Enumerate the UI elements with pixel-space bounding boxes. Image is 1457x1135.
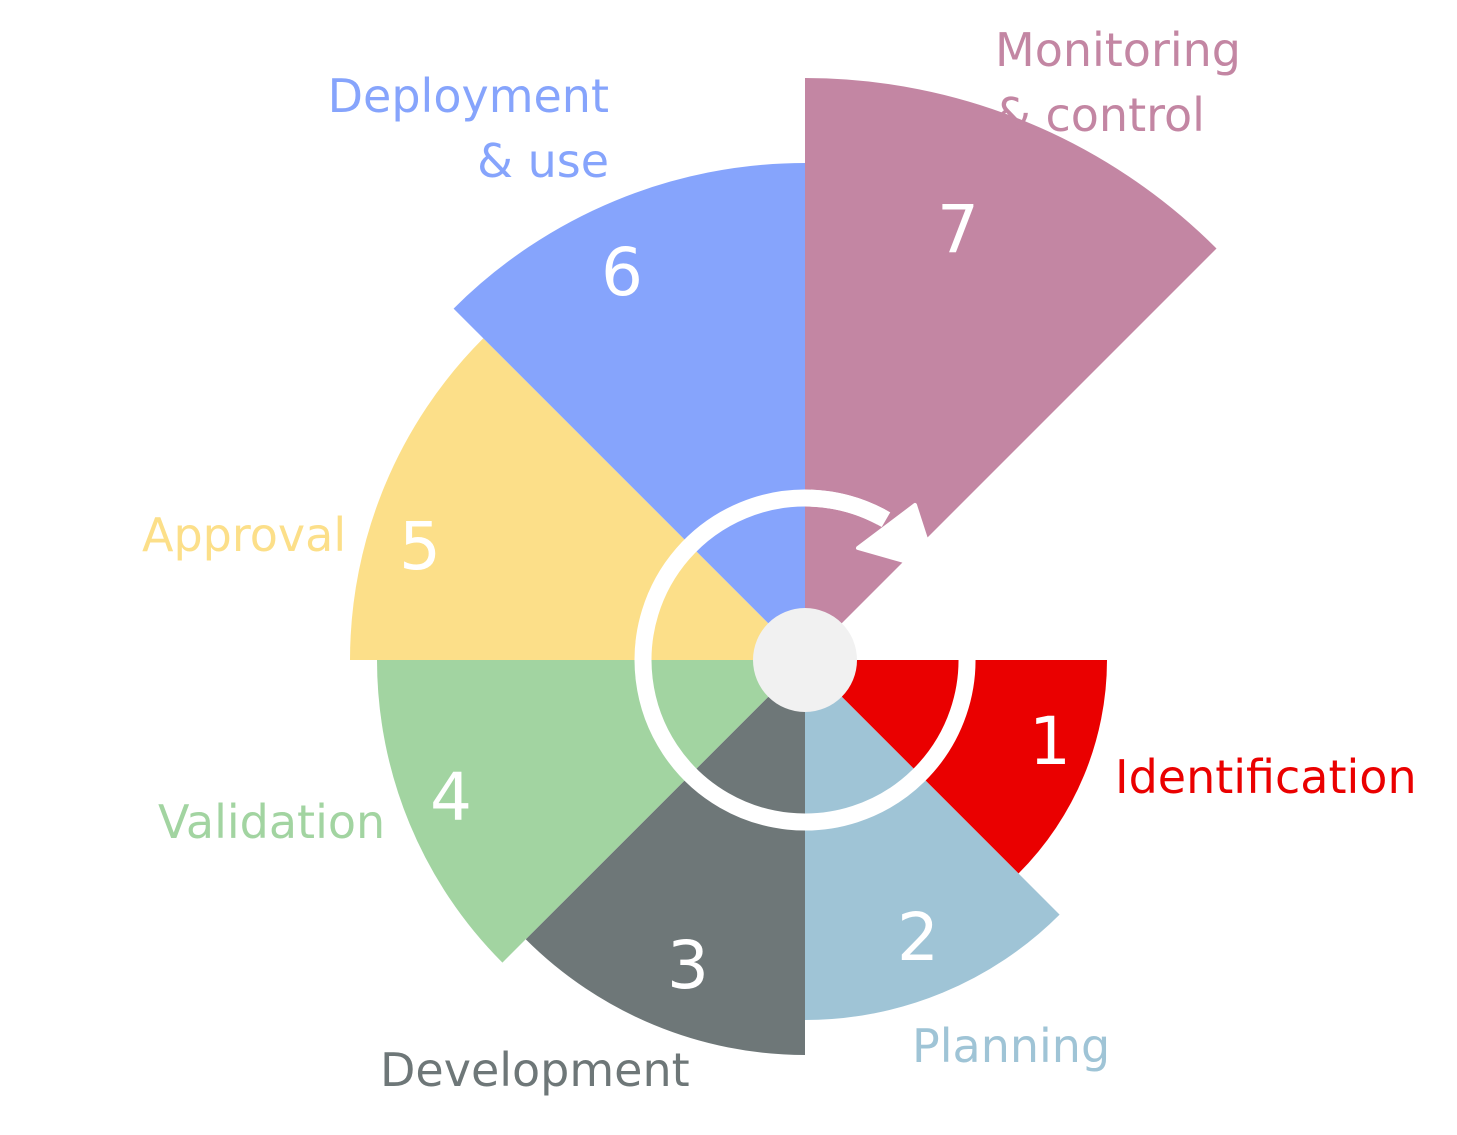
sector-identification: [805, 660, 1107, 874]
center-hub: [753, 608, 857, 712]
label-development-text: Development: [380, 1043, 690, 1097]
stage-number-6: 6: [601, 234, 643, 311]
stage-number-5: 5: [399, 508, 441, 585]
label-validation: Validation: [158, 790, 385, 855]
cycle-arrow-shaft: [810, 489, 891, 528]
sector-deployment: [453, 163, 805, 660]
label-deployment-line-2: & use: [477, 134, 609, 189]
label-identification: Identification: [1115, 745, 1417, 810]
sector-approval: [350, 338, 805, 660]
sector-monitoring: [805, 78, 1217, 660]
label-monitoring: Monitoring & control: [995, 18, 1241, 149]
cycle-arrow-icon: [634, 489, 976, 831]
label-planning: Planning: [912, 1014, 1110, 1079]
cycle-arrow-head-icon: [856, 503, 938, 572]
wheel-sectors: [350, 78, 1217, 1055]
label-deployment-line-1: Deployment: [327, 69, 609, 123]
label-planning-text: Planning: [912, 1019, 1111, 1073]
label-deployment: Deployment & use: [328, 64, 609, 195]
label-development: Development: [380, 1038, 690, 1103]
stage-number-3: 3: [667, 927, 709, 1004]
sector-development: [525, 660, 805, 1055]
stage-number-1: 1: [1029, 703, 1071, 780]
sector-planning: [805, 660, 1060, 1021]
label-monitoring-line-1: Monitoring: [995, 23, 1241, 77]
label-monitoring-line-2: & control: [995, 88, 1205, 143]
label-approval-text: Approval: [142, 508, 347, 562]
sector-validation: [377, 660, 805, 963]
stage-number-2: 2: [897, 899, 939, 976]
cycle-arrow-arc: [634, 489, 976, 831]
stage-number-7: 7: [937, 191, 979, 268]
stage-number-4: 4: [430, 759, 472, 836]
label-identification-text: Identification: [1115, 750, 1417, 804]
label-validation-text: Validation: [158, 795, 386, 849]
label-approval: Approval: [142, 503, 346, 568]
